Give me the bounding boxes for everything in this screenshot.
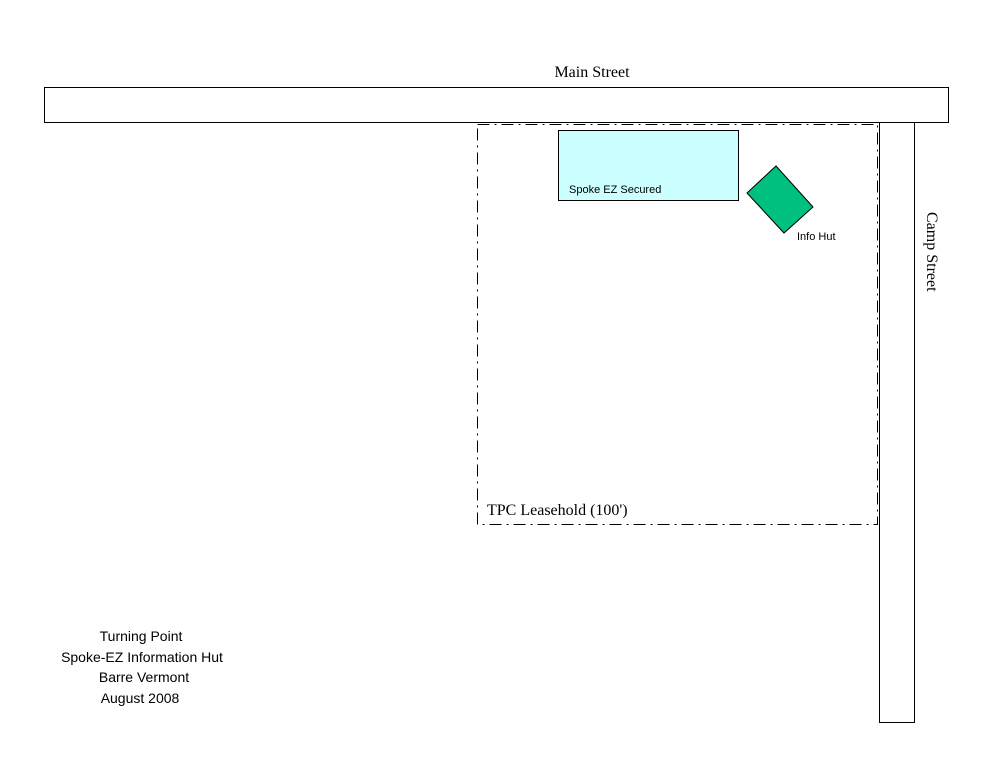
caption-line-3: Barre Vermont (99, 669, 189, 685)
caption-line-2: Spoke-EZ Information Hut (61, 649, 223, 665)
spoke-ez-secured-label: Spoke EZ Secured (569, 184, 661, 196)
caption-line-4: August 2008 (101, 690, 180, 706)
camp-street-road (879, 123, 915, 723)
leasehold-boundary (477, 124, 878, 525)
caption-line-1: Turning Point (100, 628, 183, 644)
camp-street-label: Camp Street (923, 212, 940, 292)
info-hut-label: Info Hut (797, 231, 836, 243)
leasehold-label: TPC Leasehold (100') (487, 502, 628, 519)
main-street-road (44, 87, 949, 123)
spoke-ez-secured-area (558, 130, 739, 201)
main-street-label: Main Street (554, 64, 630, 81)
info-hut (746, 165, 814, 234)
